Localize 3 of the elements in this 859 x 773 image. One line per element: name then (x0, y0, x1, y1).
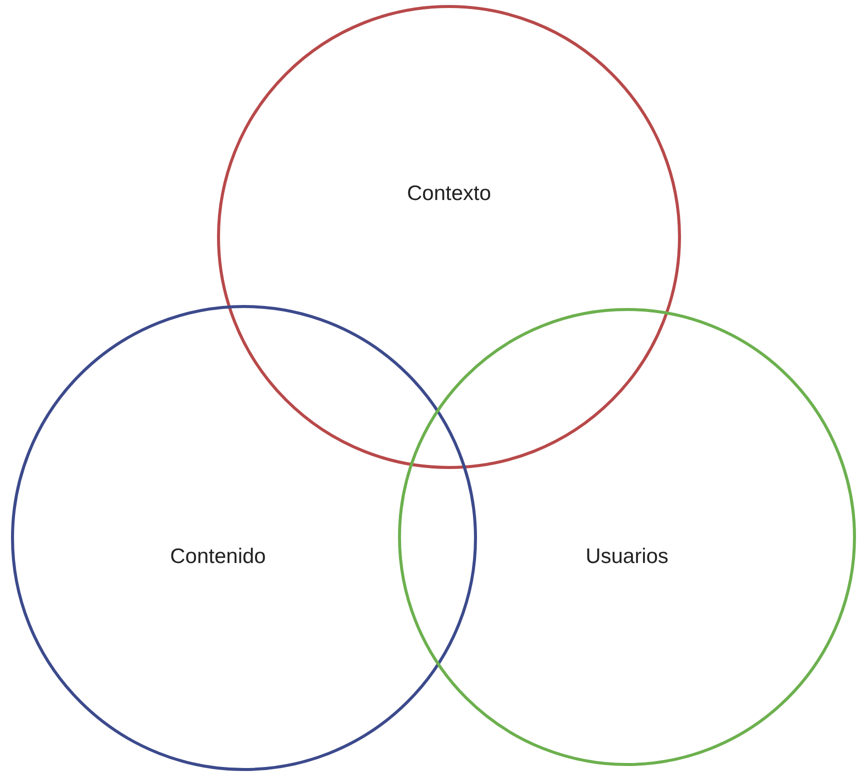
circle-label: Contenido (170, 545, 266, 569)
circle-label: Usuarios (586, 545, 668, 569)
circle-label: Contexto (406, 182, 492, 206)
